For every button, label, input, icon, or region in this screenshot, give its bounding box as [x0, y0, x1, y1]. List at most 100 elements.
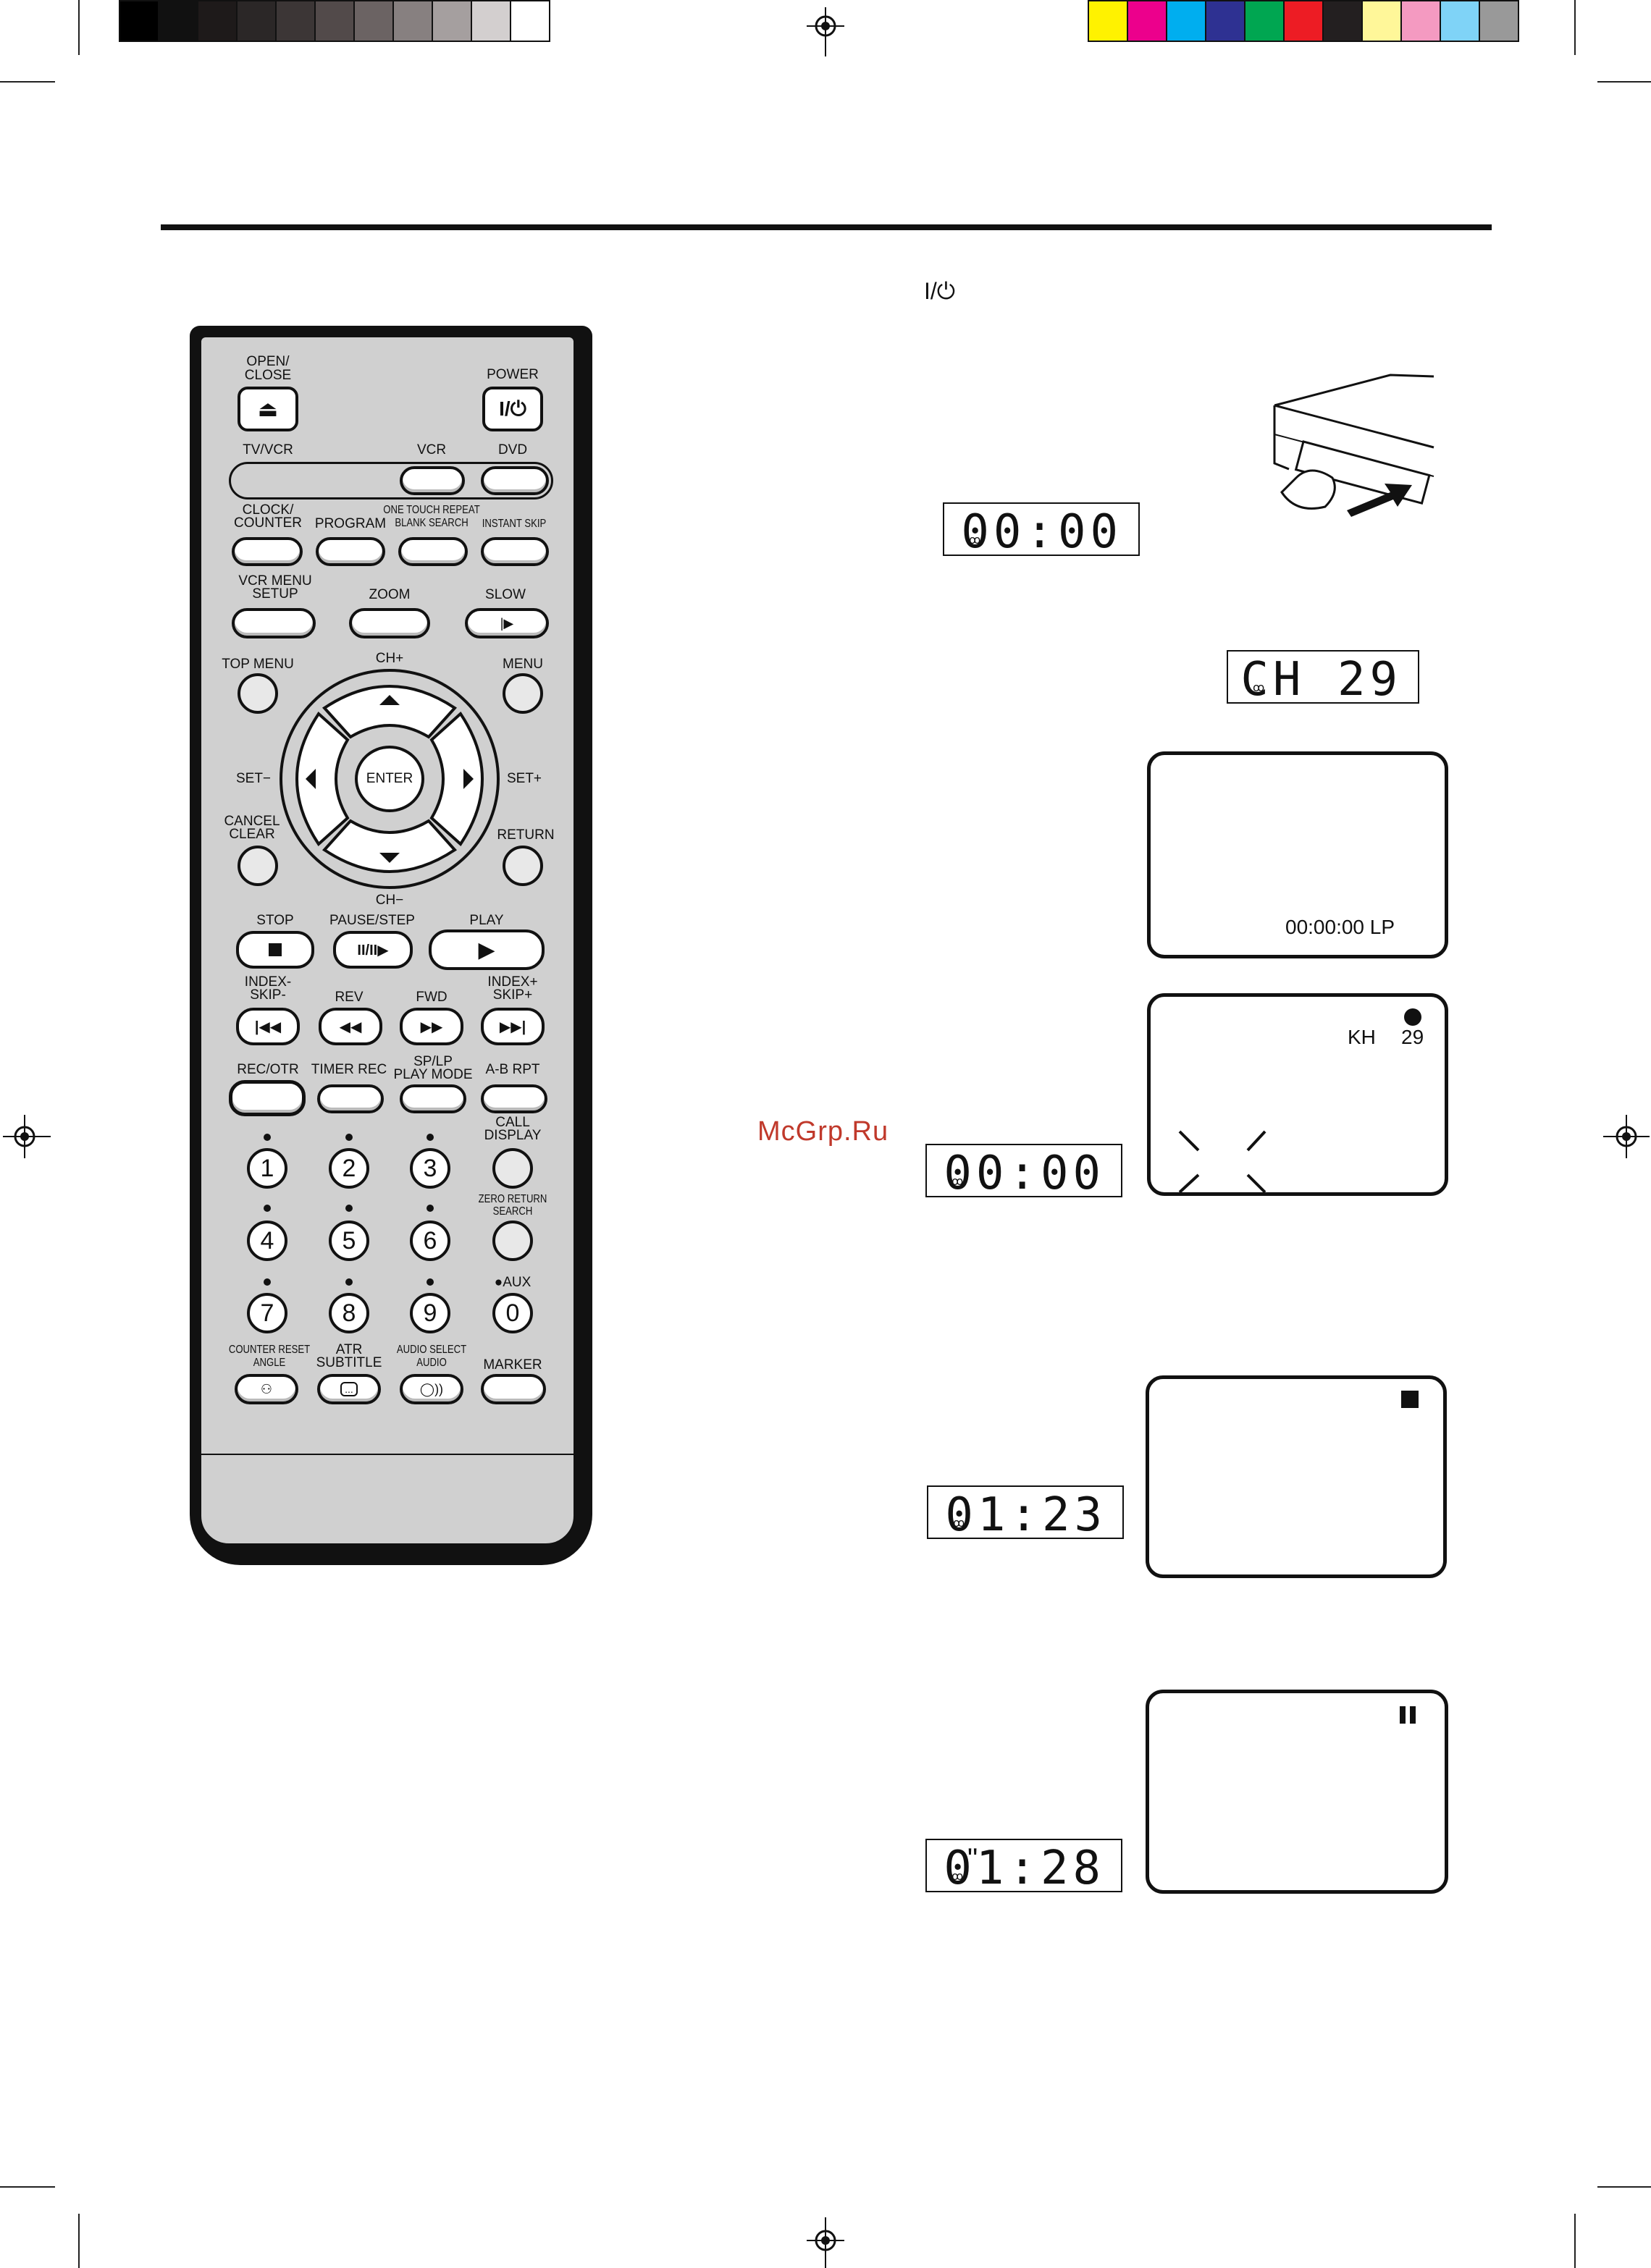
play-label: PLAY: [469, 913, 504, 928]
number-5-button[interactable]: 5: [329, 1221, 369, 1261]
set-minus-button[interactable]: [295, 711, 350, 847]
return-button[interactable]: [503, 846, 543, 886]
remote-bottom-line: [201, 1454, 574, 1455]
blank-search-button[interactable]: [398, 537, 468, 566]
pause-step-button[interactable]: II/II▶: [333, 931, 413, 969]
color-swatch: [1285, 1, 1324, 41]
number-dot: [264, 1205, 271, 1212]
tv-vcr-label: TV/VCR: [243, 442, 293, 458]
color-swatch: [1245, 1, 1285, 41]
lcd-display-4: ꝏ 01:23: [927, 1485, 1124, 1542]
sp-lp-button[interactable]: [400, 1084, 466, 1113]
return-label: RETURN: [497, 827, 555, 843]
ab-rpt-button[interactable]: [481, 1084, 547, 1113]
timer-rec-button[interactable]: [317, 1084, 384, 1113]
lcd-time: 01:28: [944, 1842, 1105, 1895]
audio-button[interactable]: ◯)): [400, 1374, 463, 1404]
color-swatch: [159, 1, 198, 41]
number-9-button[interactable]: 9: [410, 1293, 450, 1333]
tv-vcr-button-outline[interactable]: [229, 462, 553, 499]
zoom-label: ZOOM: [369, 587, 411, 602]
rec-otr-button[interactable]: [229, 1080, 306, 1116]
instant-skip-button[interactable]: [481, 537, 549, 566]
play-icon: ▶: [478, 937, 495, 962]
pause-step-label: PAUSE/STEP: [329, 913, 415, 928]
vcr-button[interactable]: [400, 466, 465, 495]
subtitle-icon: ...: [340, 1382, 358, 1396]
rev-button[interactable]: ◀◀: [319, 1008, 382, 1045]
lcd-display-5: ꝏ " 01:28: [925, 1839, 1122, 1895]
number-dot: [345, 1205, 353, 1212]
crop-mark: [78, 0, 80, 55]
play-button[interactable]: ▶: [429, 929, 545, 970]
enter-label: ENTER: [366, 771, 413, 786]
cancel-clear-label: CANCEL CLEAR: [224, 814, 280, 842]
stop-label: STOP: [256, 913, 294, 928]
number-0-button[interactable]: 0: [492, 1293, 533, 1333]
color-swatch: [120, 1, 159, 41]
marker-button[interactable]: [481, 1374, 546, 1404]
index-skip-minus-label: INDEX- SKIP-: [244, 974, 292, 1003]
number-3-button[interactable]: 3: [410, 1148, 450, 1189]
call-display-label: CALL DISPLAY: [484, 1115, 542, 1143]
power-icon: I/⏻: [499, 397, 526, 420]
slow-label: SLOW: [485, 587, 526, 602]
tv-screen-pause: [1146, 1690, 1448, 1894]
number-2-button[interactable]: 2: [329, 1148, 369, 1189]
skip-back-button[interactable]: |◀◀: [236, 1008, 300, 1045]
left-arrow-icon: [306, 769, 316, 789]
clock-counter-button[interactable]: [232, 537, 303, 566]
slow-button[interactable]: |▶: [465, 608, 549, 638]
number-dot: [427, 1205, 434, 1212]
ch-up-button[interactable]: [322, 685, 458, 739]
lcd-display-1: ꝏ 00:00: [943, 502, 1140, 559]
zero-return-button[interactable]: [492, 1221, 533, 1261]
vcr-label: VCR: [416, 442, 447, 458]
open-close-button[interactable]: ⏏: [238, 387, 298, 431]
stop-button[interactable]: [236, 931, 314, 969]
color-swatch: [355, 1, 394, 41]
number-dot: [427, 1134, 434, 1141]
color-swatch: [238, 1, 277, 41]
power-button[interactable]: I/⏻: [482, 387, 543, 431]
tv-screen-record: KH 29: [1147, 993, 1448, 1196]
lcd-display-2: ꝏ CH 29: [1227, 650, 1419, 707]
color-swatch: [1089, 1, 1128, 41]
clock-counter-label: CLOCK/ COUNTER: [234, 502, 302, 531]
menu-button[interactable]: [503, 673, 543, 714]
timer-rec-label: TIMER REC: [311, 1062, 387, 1077]
aux-label: ●AUX: [494, 1275, 532, 1290]
color-swatch: [1441, 1, 1480, 41]
audio-label: AUDIO SELECT AUDIO: [396, 1344, 467, 1369]
program-button[interactable]: [316, 537, 385, 566]
one-touch-label: ONE TOUCH REPEAT BLANK SEARCH: [383, 504, 480, 529]
sp-lp-label: SP/LP PLAY MODE: [393, 1054, 473, 1082]
audio-icon: ◯)): [419, 1381, 444, 1396]
enter-button[interactable]: ENTER: [355, 746, 424, 812]
cancel-clear-button[interactable]: [238, 846, 278, 886]
angle-button[interactable]: ⚇: [235, 1374, 298, 1404]
skip-forward-icon: ▶▶|: [499, 1019, 526, 1035]
fwd-button[interactable]: ▶▶: [400, 1008, 463, 1045]
angle-label: COUNTER RESET ANGLE: [228, 1344, 311, 1369]
number-6-button[interactable]: 6: [410, 1221, 450, 1261]
call-display-button[interactable]: [492, 1148, 533, 1189]
number-4-button[interactable]: 4: [247, 1221, 287, 1261]
zoom-button[interactable]: [349, 608, 430, 638]
up-arrow-icon: [379, 695, 400, 705]
set-plus-button[interactable]: [429, 711, 484, 847]
subtitle-button[interactable]: ...: [317, 1374, 381, 1404]
skip-forward-button[interactable]: ▶▶|: [481, 1008, 545, 1045]
slow-icon: |▶: [500, 615, 514, 631]
pause-icon: [1400, 1706, 1406, 1724]
number-8-button[interactable]: 8: [329, 1293, 369, 1333]
number-7-button[interactable]: 7: [247, 1293, 287, 1333]
color-swatch: [1402, 1, 1441, 41]
top-menu-button[interactable]: [238, 673, 278, 714]
ch-down-button[interactable]: [322, 819, 458, 873]
open-close-label: OPEN/ CLOSE: [244, 354, 292, 383]
down-arrow-icon: [379, 853, 400, 863]
number-1-button[interactable]: 1: [247, 1148, 287, 1189]
setup-button[interactable]: [232, 608, 316, 638]
tv-screen-play: 00:00:00 LP: [1147, 751, 1448, 958]
